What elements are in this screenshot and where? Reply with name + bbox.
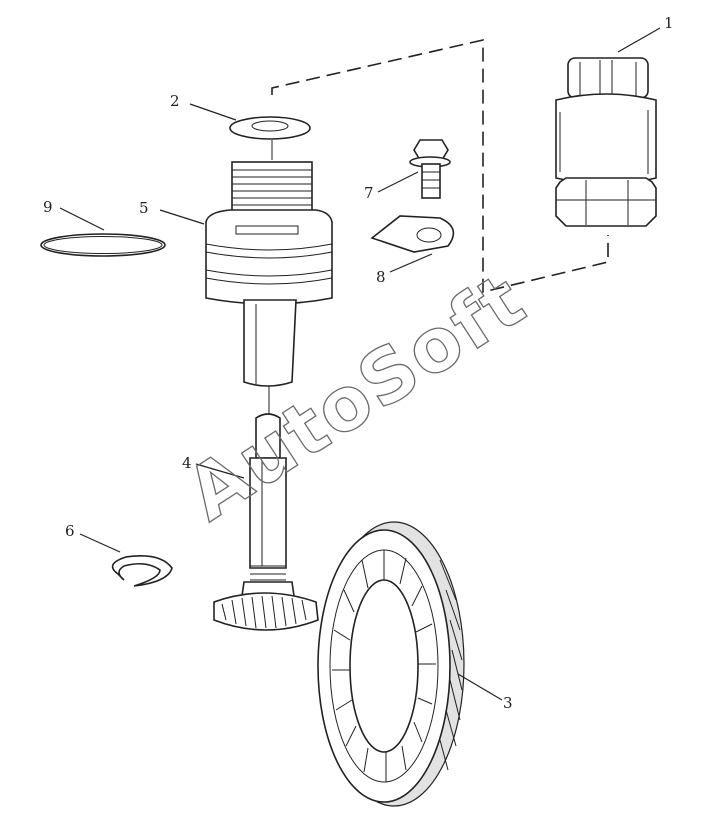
- callout-8: 8: [376, 268, 386, 286]
- part-2-washer: [229, 116, 311, 160]
- callout-5: 5: [139, 199, 149, 217]
- part-4-driven-gear-shaft: [213, 413, 319, 631]
- part-7-bolt: [409, 139, 451, 199]
- leader-lines: [59, 27, 661, 701]
- part-6-retaining-clip: [111, 555, 173, 587]
- callout-4: 4: [182, 454, 192, 472]
- callout-7: 7: [364, 184, 374, 202]
- callout-1: 1: [664, 14, 674, 32]
- callout-labels: 1 2 3 4 5 6 7 8 9: [43, 14, 674, 712]
- assembly-guide-line: [271, 38, 609, 294]
- callout-2: 2: [170, 92, 180, 110]
- part-5-sensor-sleeve: [205, 161, 333, 416]
- part-3-ring-gear: [317, 521, 465, 807]
- callout-9: 9: [43, 198, 53, 216]
- part-8-lock-plate: [370, 215, 455, 253]
- part-9-o-ring: [40, 233, 166, 257]
- callout-3: 3: [503, 694, 513, 712]
- callout-6: 6: [65, 522, 75, 540]
- part-1-speed-sensor: [555, 57, 657, 227]
